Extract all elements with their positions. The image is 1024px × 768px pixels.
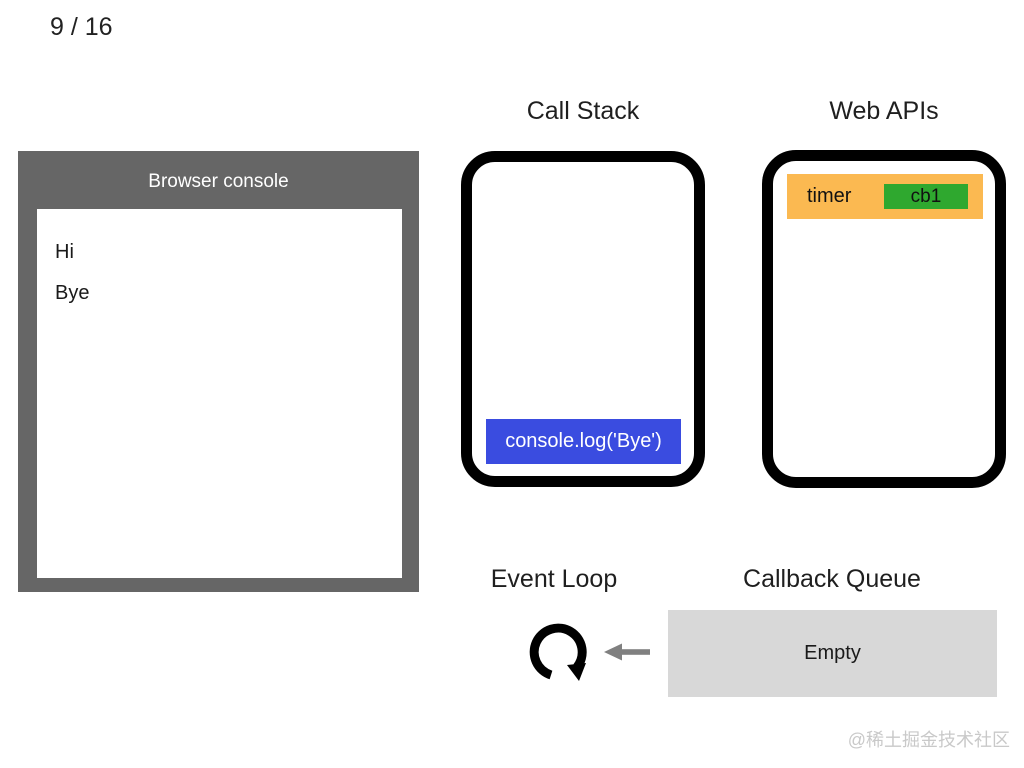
web-apis-title: Web APIs — [829, 97, 939, 125]
web-apis-box: timer cb1 — [762, 150, 1006, 488]
browser-console-title: Browser console — [148, 171, 289, 192]
console-log-line: Hi — [55, 241, 74, 263]
call-stack-title: Call Stack — [526, 97, 640, 125]
left-arrow-icon — [604, 643, 650, 661]
queue-status-text: Empty — [804, 642, 861, 664]
timer-label: timer — [807, 185, 852, 207]
call-stack-box: console.log('Bye') — [461, 151, 705, 487]
slide-counter: 9 / 16 — [50, 13, 113, 41]
event-loop-title: Event Loop — [490, 565, 618, 593]
browser-console-output: Hi Bye — [37, 209, 402, 578]
web-api-timer-item: timer cb1 — [787, 174, 983, 219]
callback-queue-title: Callback Queue — [743, 565, 921, 593]
callback-queue-box: Empty — [668, 610, 997, 697]
callback-chip: cb1 — [884, 184, 968, 209]
browser-console-panel: Browser console Hi Bye — [18, 151, 419, 592]
console-log-line: Bye — [55, 282, 90, 304]
watermark: @稀土掘金技术社区 — [847, 730, 1010, 750]
call-stack-frame: console.log('Bye') — [486, 419, 681, 464]
clockwise-loop-arrow-icon — [529, 623, 587, 681]
